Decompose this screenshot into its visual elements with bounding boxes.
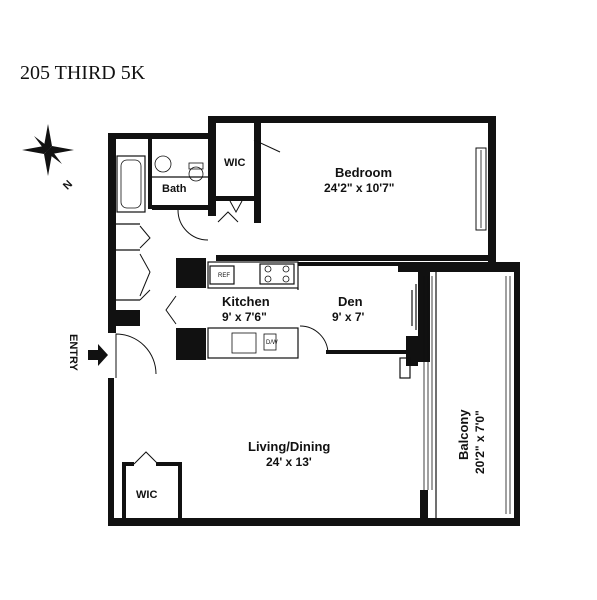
bedroom-dims: 24'2" x 10'7" [324, 181, 394, 195]
kitchen-area [165, 258, 299, 360]
den-label: Den [338, 294, 363, 309]
bedroom-label: Bedroom [335, 165, 392, 180]
bath-label: Bath [162, 183, 187, 195]
entry-door [108, 327, 157, 378]
compass-rose-icon [22, 124, 74, 176]
den-walls [298, 262, 418, 379]
compass-north-label: N [61, 178, 75, 192]
wic-bottom-label: WIC [136, 489, 157, 501]
wic-top-area [216, 123, 281, 223]
bath-area [116, 139, 209, 241]
outer-walls [108, 116, 520, 526]
wic-bottom-area [122, 451, 182, 518]
wic-top-label: WIC [224, 157, 245, 169]
living-dims: 24' x 13' [266, 455, 312, 469]
plan-title: 205 THIRD 5K [20, 62, 146, 84]
balcony-dims: 20'2" x 7'0" [473, 410, 487, 474]
kitchen-label: Kitchen [222, 294, 270, 309]
kitchen-dims: 9' x 7'6" [222, 310, 267, 324]
bedroom-window [475, 147, 487, 231]
balcony-label: Balcony [456, 409, 471, 460]
living-label: Living/Dining [248, 439, 330, 454]
hall-closets [116, 223, 151, 326]
dishwasher-label: D/W [266, 340, 278, 346]
den-dims: 9' x 7' [332, 310, 365, 324]
entry-label: ENTRY [67, 334, 79, 372]
fridge-label: REF [218, 273, 230, 279]
balcony-glazing [423, 272, 511, 518]
arrow-right-icon [88, 344, 108, 366]
